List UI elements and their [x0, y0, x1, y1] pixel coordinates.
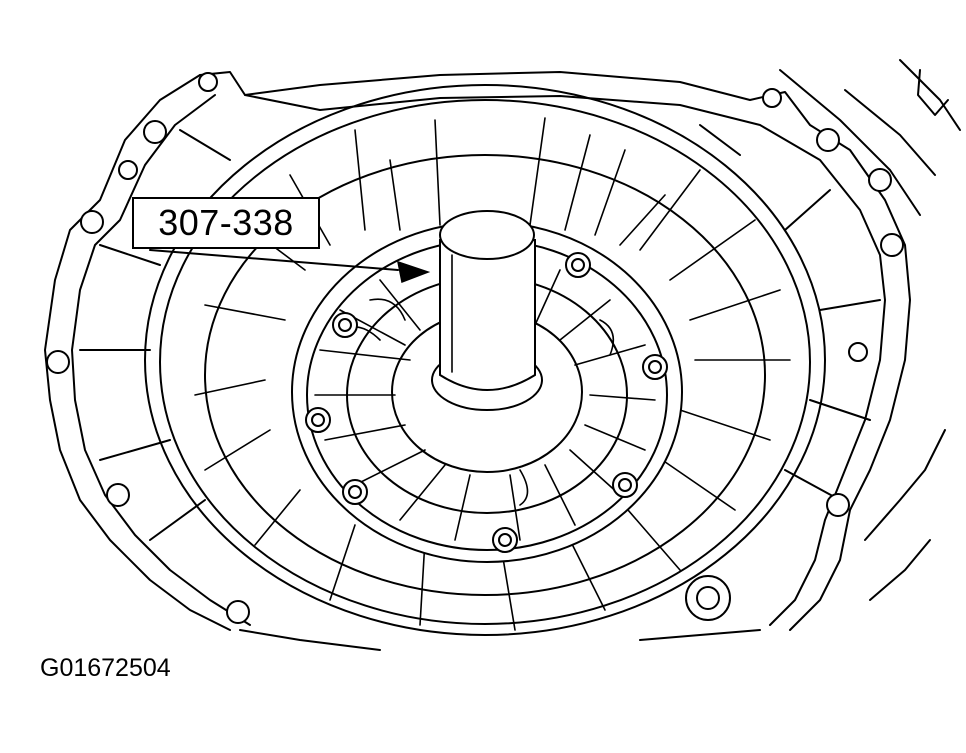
tool-callout-label: 307-338 — [132, 197, 320, 249]
callout-leader — [149, 249, 431, 284]
bell-housing-flange — [44, 59, 961, 651]
special-tool-shaft — [431, 210, 543, 411]
pump-bolts — [305, 252, 668, 553]
figure-id: G01672504 — [40, 654, 171, 682]
housing-bolt-holes — [46, 72, 904, 624]
